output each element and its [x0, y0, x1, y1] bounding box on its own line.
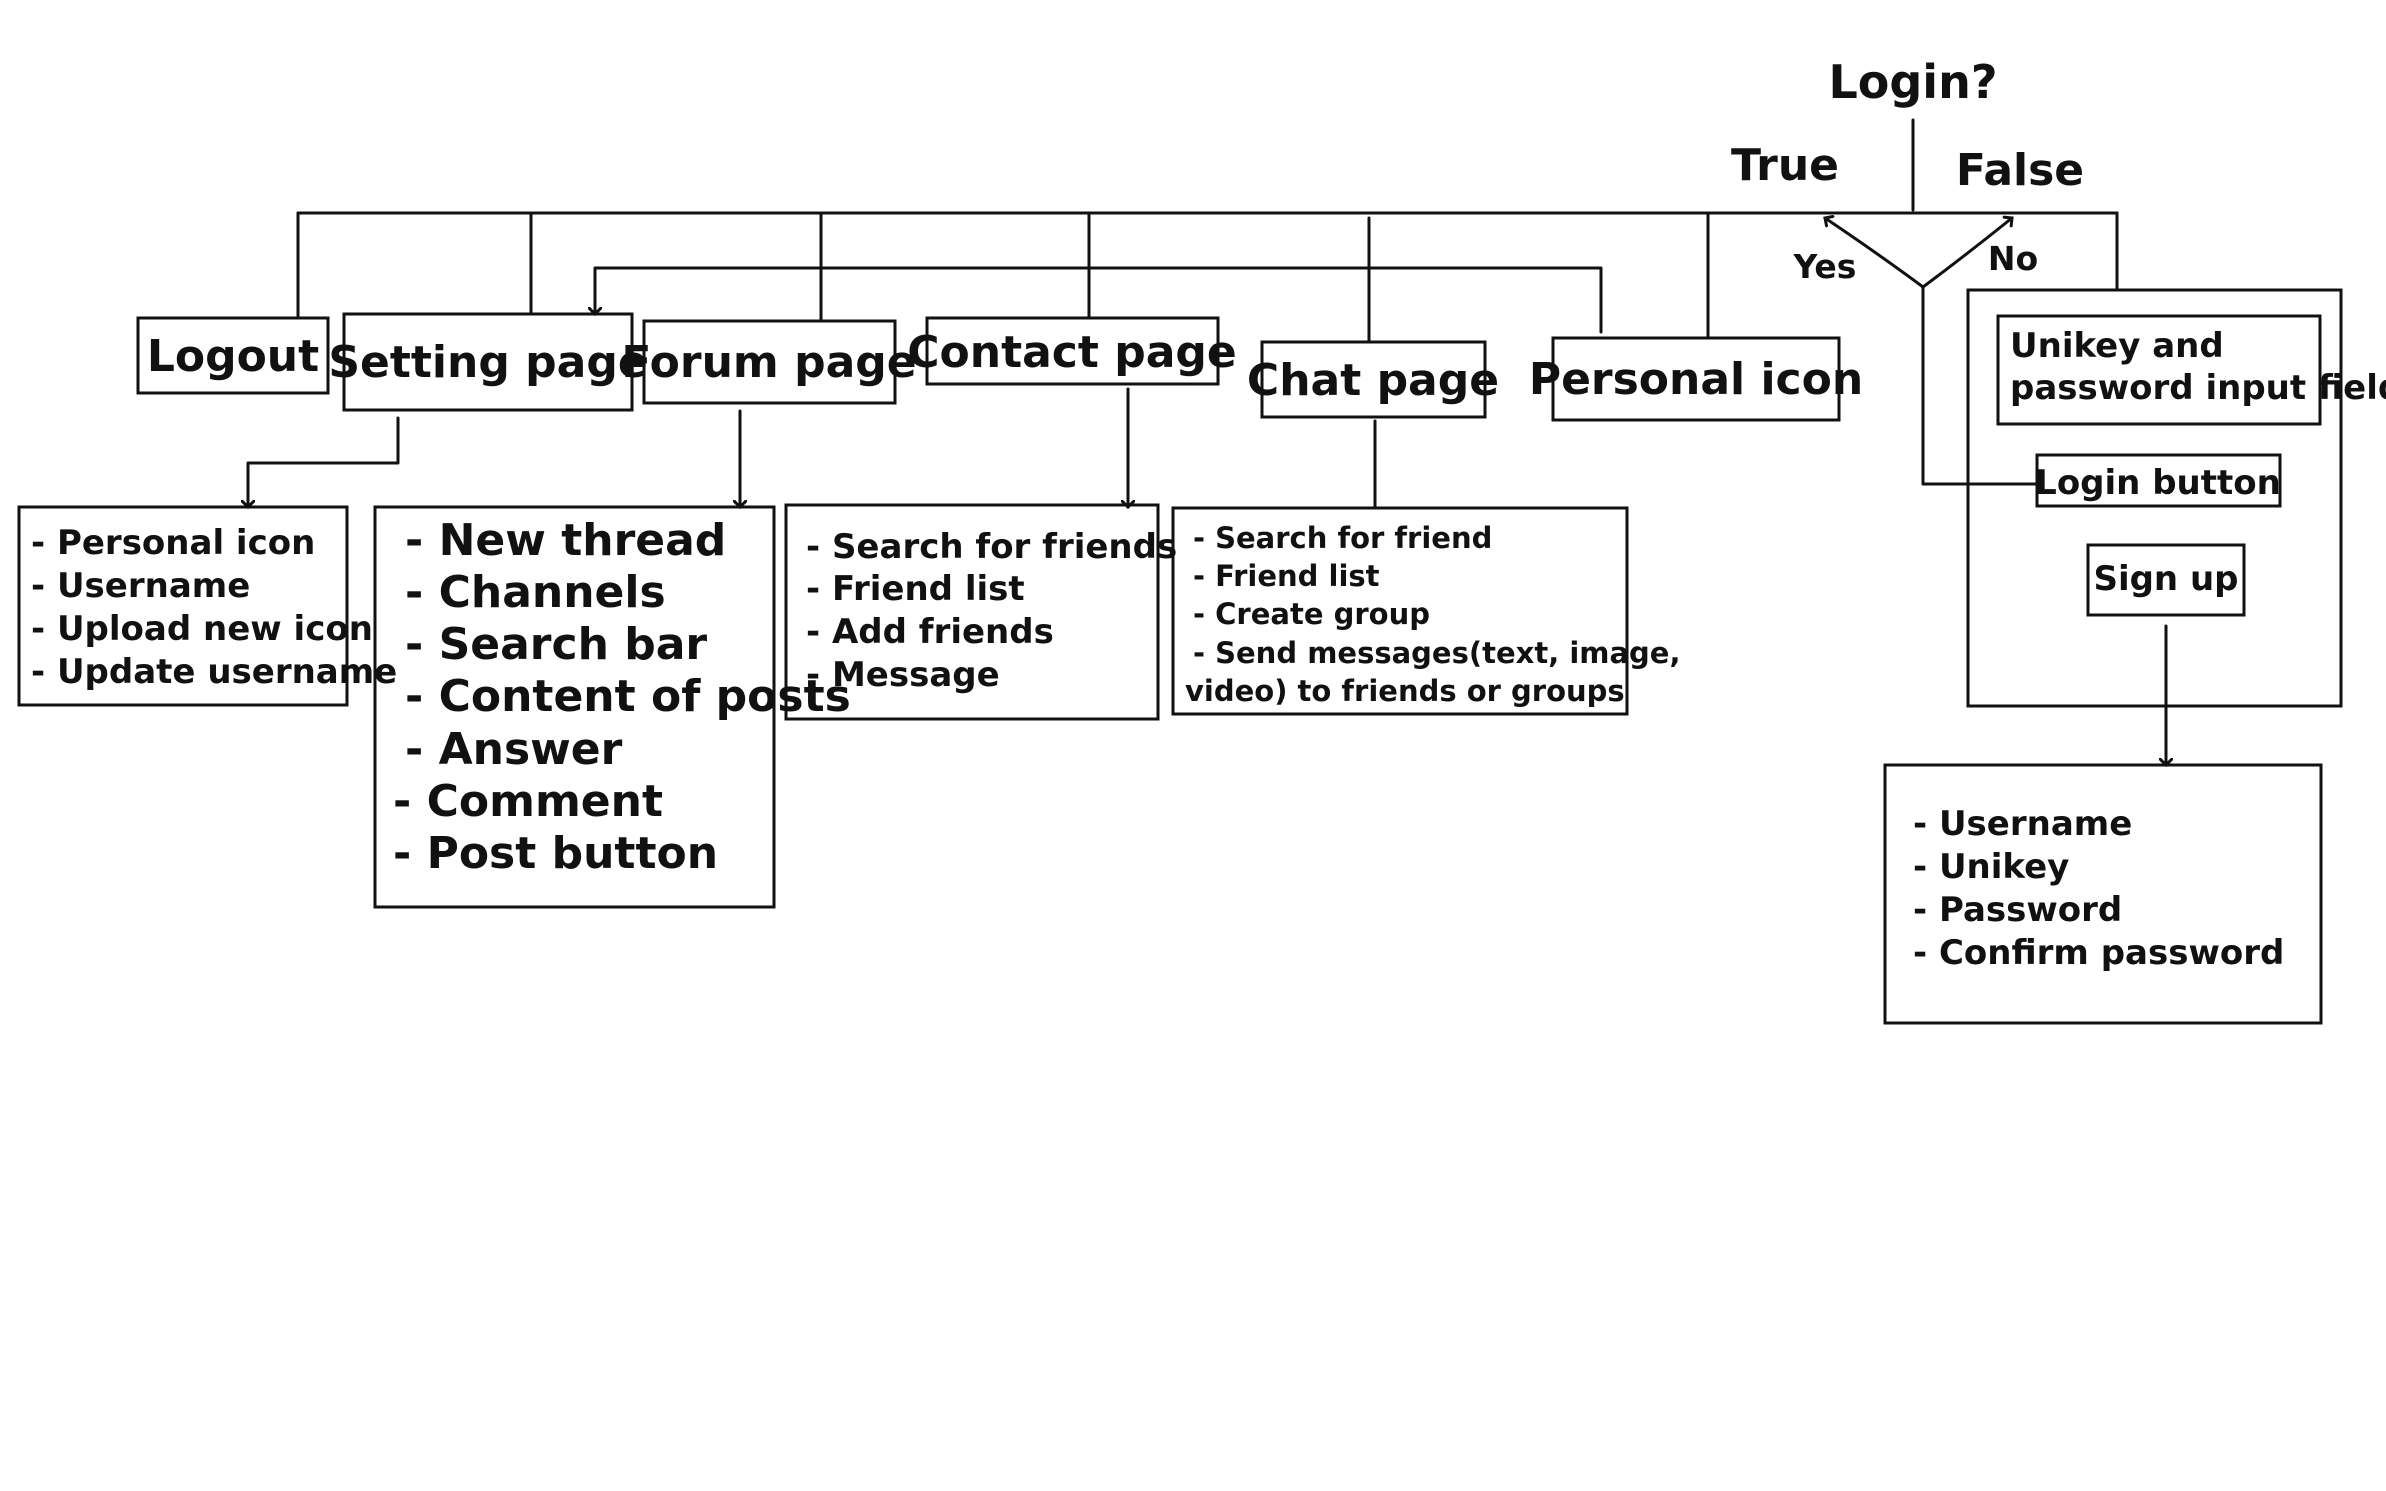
signup-list: - Username - Unikey - Password - Confirm…: [1913, 804, 2284, 973]
list-item: - Post button: [393, 828, 718, 879]
sign-up-label: Sign up: [2093, 559, 2238, 599]
logout-box: [136, 316, 330, 395]
list-item: - Personal icon: [31, 523, 315, 563]
logout-label: Logout: [147, 331, 319, 382]
list-item: video) to friends or groups: [1185, 674, 1625, 708]
list-item: - New thread: [405, 515, 726, 566]
chat-page-box: [1260, 340, 1487, 419]
list-item: - Comment: [393, 776, 663, 827]
setting-list-box: [17, 505, 349, 707]
unikey-field-label-line-1: Unikey and: [2010, 326, 2224, 366]
yes-label: Yes: [1793, 247, 1857, 286]
list-item: - Username: [1913, 804, 2132, 844]
chat-list-box: [1171, 506, 1629, 716]
list-item: - Update username: [31, 652, 397, 692]
list-item: - Friend list: [1193, 559, 1380, 593]
list-item: - Friend list: [806, 569, 1025, 609]
list-item: - Confirm password: [1913, 933, 2284, 973]
login-button-label: Login button: [2035, 463, 2281, 503]
personal-icon-box: [1551, 336, 1841, 422]
setting-list: - Personal icon - Username - Upload new …: [31, 523, 397, 692]
contact-page-box: [925, 316, 1220, 386]
list-item: - Upload new icon: [31, 609, 373, 649]
setting-page-label: Setting page: [328, 337, 647, 388]
setting-page-box: [342, 312, 634, 412]
no-label: No: [1988, 239, 2038, 278]
list-item: - Username: [31, 566, 250, 606]
login-panel: [1966, 288, 2343, 708]
yes-curve: [1825, 218, 1925, 289]
login-button-box: [2035, 453, 2282, 508]
decision-label: Login?: [1828, 55, 1997, 109]
contact-list: - Search for friends - Friend list - Add…: [806, 527, 1177, 695]
unikey-field-box: [1996, 314, 2322, 426]
personal-icon-label: Personal icon: [1529, 354, 1863, 405]
list-item: - Search for friends: [806, 527, 1177, 567]
forum-page-box: [642, 319, 897, 405]
chat-list: - Search for friend - Friend list - Crea…: [1185, 521, 1681, 708]
unikey-field-label-line-2: password input field: [2010, 368, 2386, 408]
list-item: - Password: [1913, 890, 2122, 930]
list-item: - Content of posts: [405, 671, 851, 722]
personal-to-setting-arrow: [595, 266, 1603, 334]
setting-to-list-arrow: [248, 416, 400, 507]
list-item: - Channels: [405, 567, 666, 618]
list-item: - Send messages(text, image,: [1193, 636, 1681, 670]
no-curve: [1921, 218, 2012, 289]
contact-page-label: Contact page: [907, 327, 1237, 378]
list-item: - Add friends: [806, 612, 1054, 652]
forum-list: - New thread - Channels - Search bar - C…: [393, 515, 851, 879]
signup-list-box: [1883, 763, 2323, 1025]
forum-page-label: Forum page: [621, 337, 916, 388]
sign-up-box: [2086, 543, 2246, 617]
list-item: - Answer: [405, 724, 623, 775]
true-label: True: [1731, 140, 1839, 191]
list-item: - Unikey: [1913, 847, 2069, 887]
list-item: - Create group: [1193, 597, 1430, 631]
false-label: False: [1956, 145, 2084, 196]
list-item: - Search bar: [405, 619, 707, 670]
chat-page-label: Chat page: [1247, 355, 1499, 406]
contact-list-box: [784, 503, 1160, 721]
forum-list-box: [373, 505, 776, 909]
list-item: - Search for friend: [1193, 521, 1492, 555]
login-loop-line: [1921, 285, 2039, 486]
list-item: - Message: [806, 655, 1000, 695]
